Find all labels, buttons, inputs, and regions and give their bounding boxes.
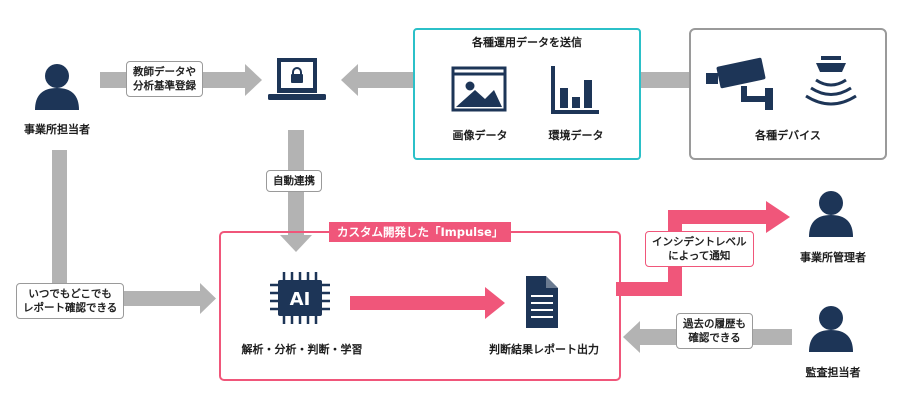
anytime-view-line-1: いつでもどこでも [28,288,112,300]
connector-devices-to-data [640,72,690,88]
data-box-title: 各種運用データを送信 [472,36,582,49]
laptop-lock-icon [268,58,326,100]
office-staff-label: 事業所担当者 [24,123,90,136]
arrow-ai-to-report [350,287,505,319]
anytime-view-line-2: レポート確認できる [23,302,118,314]
person-icon [35,64,79,110]
image-icon [451,66,507,112]
devices-label: 各種デバイス [755,129,821,142]
person-icon [809,191,853,237]
incident-notify-line-2: によって通知 [668,250,731,262]
data-box [413,28,641,160]
history-view-tag: 過去の履歴も 確認できる [676,313,753,349]
teacher-data-line-2: 分析基準登録 [133,80,196,92]
teacher-data-line-1: 教師データや [133,66,196,78]
impulse-tag: カスタム開発した「Impulse」 [329,222,512,242]
ai-process-label: 解析・分析・判断・学習 [241,343,363,356]
auto-link-tag: 自動連携 [266,170,322,192]
teacher-data-tag: 教師データや 分析基準登録 [126,61,203,97]
report-output-label: 判断結果レポート出力 [489,343,599,356]
env-data-label: 環境データ [548,129,604,142]
auditor-label: 監査担当者 [805,366,861,379]
anytime-view-tag: いつでもどこでも レポート確認できる [16,283,125,319]
camera-icon [706,57,773,110]
person-icon [809,306,853,352]
incident-notify-tag: インシデントレベル によって通知 [645,231,754,267]
document-icon [526,276,558,328]
arrow-data-to-laptop [341,64,414,96]
image-data-label: 画像データ [452,129,508,142]
auto-link-text: 自動連携 [273,175,315,187]
history-view-line-2: 確認できる [688,332,741,344]
incident-notify-line-1: インシデントレベル [652,236,747,248]
ai-chip-icon: AI [270,272,330,324]
devices-box [689,28,887,160]
history-view-line-1: 過去の履歴も [683,318,746,330]
office-manager-label: 事業所管理者 [800,251,866,264]
sensor-icon [805,56,857,106]
bar-chart-icon [551,66,599,114]
ai-chip-text: AI [290,289,311,310]
